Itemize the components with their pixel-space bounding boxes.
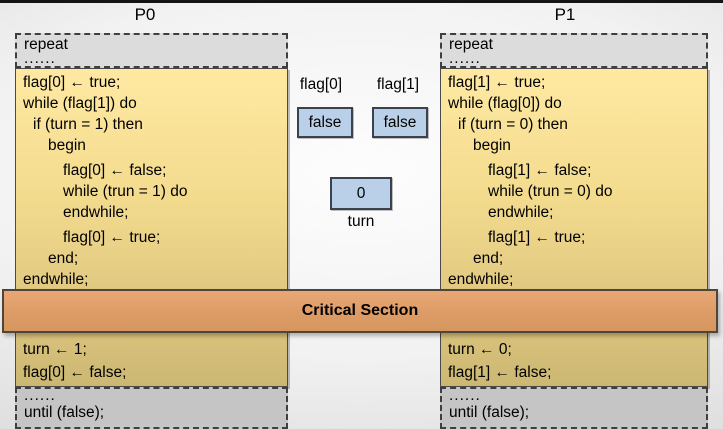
- flag0-value-box: false: [297, 107, 353, 138]
- flag1-label: flag[1]: [376, 76, 420, 93]
- code-line: flag[1] ← false;: [448, 364, 552, 381]
- flag0-label: flag[0]: [299, 76, 343, 93]
- process0-until-box: ...... until (false);: [15, 387, 288, 429]
- ellipsis: ......: [449, 50, 481, 67]
- code-line: begin: [473, 137, 511, 154]
- top-border-line: [0, 0, 723, 3]
- code-line: if (turn = 0) then: [458, 116, 568, 133]
- ellipsis: ......: [24, 387, 56, 404]
- process0-repeat-box: repeat ......: [15, 33, 288, 68]
- process1-code-box: flag[1] ← true; while (flag[0]) do if (t…: [440, 68, 708, 387]
- process0-exit-code: turn ← 1; flag[0] ← false;: [23, 338, 126, 384]
- turn-value-box: 0: [330, 177, 392, 210]
- process0-column: repeat ...... flag[0] ← true; while (fla…: [15, 0, 288, 429]
- code-line: end;: [473, 250, 504, 267]
- code-line: end;: [48, 250, 79, 267]
- process1-title: P1: [554, 5, 576, 24]
- process1-column: repeat ...... flag[1] ← true; while (fla…: [440, 0, 708, 429]
- process1-until-box: ...... until (false);: [440, 387, 708, 429]
- code-line: while (flag[0]) do: [448, 95, 562, 112]
- process1-exit-code: turn ← 0; flag[1] ← false;: [448, 338, 551, 384]
- process1-entry-code: flag[1] ← true; while (flag[0]) do if (t…: [448, 72, 704, 290]
- flag1-value-box: false: [372, 107, 428, 138]
- turn-label: turn: [347, 213, 375, 230]
- code-line: flag[1] ← true;: [488, 229, 586, 246]
- code-line: flag[0] ← false;: [23, 364, 127, 381]
- code-line: endwhile;: [448, 271, 514, 288]
- code-line: flag[0] ← true;: [63, 229, 161, 246]
- code-line: flag[1] ← false;: [488, 162, 592, 179]
- process0-code-box: flag[0] ← true; while (flag[1]) do if (t…: [15, 68, 288, 387]
- repeat-label: repeat: [449, 36, 493, 53]
- code-line: while (trun = 1) do: [63, 183, 188, 200]
- code-line: flag[1] ← true;: [448, 74, 546, 91]
- repeat-label: repeat: [24, 36, 68, 53]
- code-line: flag[0] ← false;: [63, 162, 167, 179]
- critical-section-bar: Critical Section: [2, 289, 718, 333]
- process1-repeat-box: repeat ......: [440, 33, 708, 68]
- code-line: endwhile;: [63, 204, 129, 221]
- ellipsis: ......: [24, 50, 56, 67]
- until-label: until (false);: [24, 404, 105, 421]
- code-line: flag[0] ← true;: [23, 74, 121, 91]
- code-line: while (trun = 0) do: [488, 183, 613, 200]
- code-line: while (flag[1]) do: [23, 95, 137, 112]
- code-line: begin: [48, 137, 86, 154]
- process0-entry-code: flag[0] ← true; while (flag[1]) do if (t…: [23, 72, 284, 290]
- until-label: until (false);: [449, 404, 530, 421]
- process0-title: P0: [134, 5, 156, 24]
- code-line: endwhile;: [23, 271, 89, 288]
- code-line: if (turn = 1) then: [33, 116, 143, 133]
- code-line: turn ← 0;: [448, 341, 512, 358]
- code-line: turn ← 1;: [23, 341, 87, 358]
- ellipsis: ......: [449, 387, 481, 404]
- code-line: endwhile;: [488, 204, 554, 221]
